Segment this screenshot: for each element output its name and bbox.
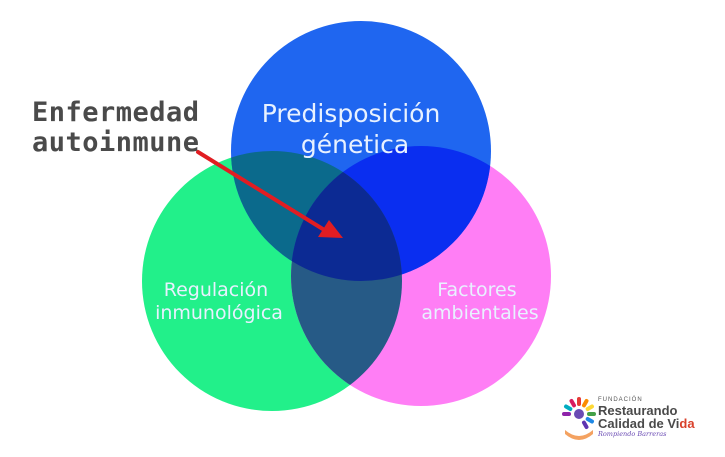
logo-title-line-1: Restaurando — [598, 403, 678, 418]
sunburst-hands-icon — [562, 397, 596, 440]
logo-small-text: FUNDACIÓN — [598, 397, 643, 403]
logo-title-line-2: Calidad de Vida — [598, 416, 695, 431]
callout-autoimmune-disease: Enfermedad autoinmune — [32, 98, 200, 158]
label-environmental-factors: Factores ambientales — [421, 279, 538, 324]
label-immune-regulation: Regulación inmunológica — [155, 279, 283, 324]
label-genetic-predisposition: Predisposición génetica — [262, 99, 449, 159]
logo-tagline: Rompiendo Barreras — [598, 430, 667, 438]
callout-line-2: autoinmune — [32, 127, 200, 158]
callout-arrow — [196, 150, 343, 238]
foundation-logo: FUNDACIÓN Restaurando Calidad de Vida Ro… — [560, 396, 720, 446]
callout-line-1: Enfermedad — [32, 97, 200, 128]
overlap-center-autoimmune — [291, 151, 402, 281]
